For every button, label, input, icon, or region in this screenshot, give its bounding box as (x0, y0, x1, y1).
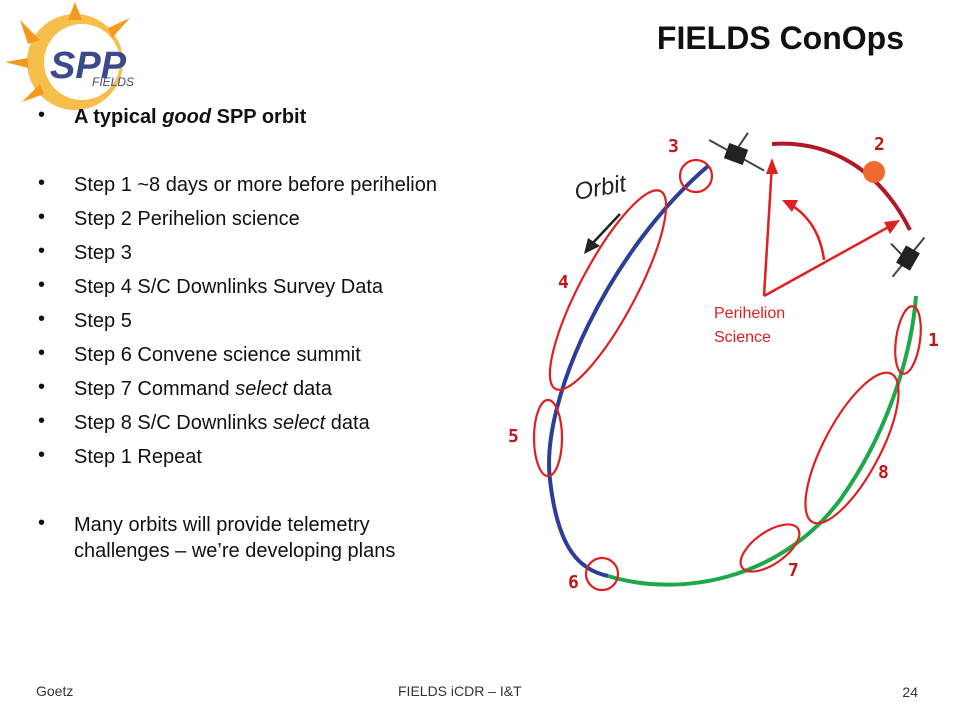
bullet-text: Step 1 ~8 days or more before perihelion (74, 172, 437, 198)
bullet-text-part: select (235, 378, 288, 400)
bullet-text-part: data (287, 378, 332, 400)
bullet-text-part: data (325, 412, 370, 434)
perihelion-label-line2: Science (714, 329, 771, 346)
logo-fields-text: FIELDS (92, 75, 134, 89)
bullet-text-part: select (272, 412, 326, 434)
bullet-text: Step 3 (74, 240, 132, 266)
spacecraft-icon (708, 132, 765, 172)
step-7-ellipse (739, 523, 801, 573)
bullet-text: A typical good SPP orbit (74, 104, 306, 130)
bullet-text: Step 7 Command select data (74, 376, 332, 402)
bullet-text-part: SPP orbit (211, 106, 307, 128)
slide-title: FIELDS ConOps (656, 20, 904, 56)
step-number-7: 7 (788, 560, 799, 581)
bullet-text-part: Step 6 Convene science summit (74, 344, 361, 366)
bullet-text-part: A typical (74, 106, 163, 128)
footer-title: FIELDS iCDR – I&T (398, 683, 522, 699)
bullet-text-part: good (162, 106, 212, 128)
bullet-dot-icon: • (38, 206, 46, 228)
spp-fields-logo: SPP FIELDS (0, 0, 200, 110)
bullet-dot-icon: • (38, 410, 46, 432)
step-5-ellipse (532, 398, 564, 478)
bullet-text-part: Step 4 S/C Downlinks Survey Data (74, 276, 384, 298)
bullet-dot-icon: • (38, 444, 46, 466)
bullet-dot-icon: • (38, 512, 46, 534)
sun-icon (863, 161, 885, 183)
step-number-6: 6 (568, 572, 579, 593)
bullet-text: Step 1 Repeat (74, 444, 202, 470)
spacecraft-icon (890, 236, 926, 278)
orbit-label: Orbit (572, 170, 629, 206)
perihelion-label-line1: Perihelion (714, 305, 785, 322)
bullet-text-part: Step 5 (74, 310, 132, 332)
perihelion-wedge (762, 158, 900, 298)
bullet-dot-icon: • (38, 308, 46, 330)
bullet-text: Step 8 S/C Downlinks select data (74, 410, 370, 436)
footer-author: Goetz (36, 683, 74, 699)
logo-spp-text: SPP (50, 45, 127, 87)
bullet-text: Step 5 (74, 308, 132, 334)
bullet-text-part: Step 2 Perihelion science (74, 208, 300, 230)
bullet-text: Step 4 S/C Downlinks Survey Data (74, 274, 383, 300)
step-number-8: 8 (878, 462, 889, 483)
page-number: 24 (902, 684, 918, 700)
sun-burst-icon (5, 2, 130, 110)
orbit-direction-arrow-icon (584, 213, 621, 254)
bullet-dot-icon: • (38, 376, 46, 398)
orbit-path-green (607, 295, 918, 587)
bullet-text: Step 6 Convene science summit (74, 342, 361, 368)
bullet-dot-icon: • (38, 240, 46, 262)
bullet-text: Step 2 Perihelion science (74, 206, 300, 232)
bullet-text-part: Step 3 (74, 242, 132, 264)
orbit-diagram: Orbit Perihelion Science 1 2 3 4 5 6 7 8 (508, 132, 939, 593)
bullet-text-part: Step 7 Command (74, 378, 236, 400)
bullet-text-part: Step 1 Repeat (74, 446, 202, 468)
step-6-ellipse (584, 556, 620, 592)
bullet-dot-icon: • (38, 104, 46, 126)
bullet-text-part: Step 1 ~8 days or more before perihelion (74, 174, 437, 196)
step-number-1: 1 (928, 330, 939, 351)
bullet-text-part: challenges – we’re developing plans (74, 540, 396, 562)
bullet-dot-icon: • (38, 342, 46, 364)
orbit-path-blue (547, 164, 710, 578)
bullet-dot-icon: • (38, 172, 46, 194)
bullet-dot-icon: • (38, 274, 46, 296)
bullet-text-part: Step 8 S/C Downlinks (74, 412, 273, 434)
bullet-text: Many orbits will provide telemetry challe… (74, 512, 395, 564)
step-number-2: 2 (874, 134, 885, 155)
step-4-ellipse (548, 189, 668, 391)
step-number-3: 3 (668, 136, 679, 157)
bullet-text-part: Many orbits will provide telemetry (74, 514, 370, 536)
step-1-ellipse (894, 305, 922, 375)
step-3-ellipse (678, 158, 714, 194)
step-8-ellipse (804, 371, 900, 525)
orbit-path-dark-red (771, 141, 912, 231)
step-number-5: 5 (508, 426, 519, 447)
step-number-4: 4 (558, 272, 569, 293)
